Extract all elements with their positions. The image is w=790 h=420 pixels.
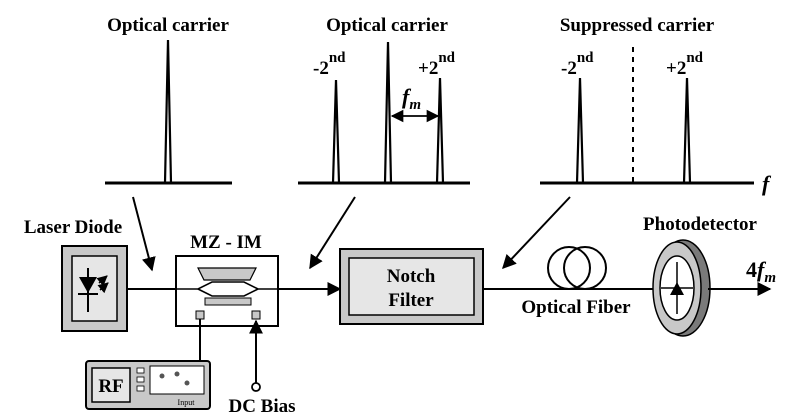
modulator-rf-pad — [195, 310, 205, 320]
photodetector-label: Photodetector — [643, 214, 758, 235]
spectrum-2-neg-sideband — [331, 79, 341, 184]
optical-fiber-coil: Optical Fiber — [521, 246, 631, 318]
modulator-box — [175, 255, 279, 327]
dc-bias-terminal — [251, 382, 261, 392]
rf-generator-panel — [149, 365, 205, 395]
output-frequency-label: 4fm — [746, 257, 776, 286]
rf-knob-3 — [184, 380, 190, 386]
spectrum-2-pos-sideband — [435, 77, 445, 184]
spectrum-3-neg-label: -2nd — [561, 50, 594, 79]
rf-button-2 — [136, 376, 145, 383]
diode-emission-arrow-2 — [97, 282, 109, 294]
spectrum-1-title: Optical carrier — [107, 15, 229, 36]
photodetector-diode-icon — [670, 282, 684, 295]
rf-generator-screen — [91, 367, 131, 403]
spectrum-2-neg-label: -2nd — [313, 50, 346, 79]
rf-generator: RF Input — [85, 360, 211, 410]
spectrum-3-neg-sideband — [575, 77, 585, 184]
mz-modulator: MZ - IM — [175, 232, 279, 327]
modulator-bias-pad — [251, 310, 261, 320]
rf-input-label: Input — [178, 398, 196, 407]
spectrum-carrier-sidebands: Optical carrier -2nd +2nd fm — [298, 15, 470, 185]
rf-button-1 — [136, 367, 145, 374]
laser-diode-inner — [71, 255, 118, 322]
frequency-axis-label: f — [762, 171, 772, 196]
fiber-coil-loop-1 — [547, 246, 591, 290]
fiber-coil-loop-2 — [563, 246, 607, 290]
rf-knob-2 — [174, 371, 180, 377]
spectrum-2-pos-label: +2nd — [418, 50, 456, 79]
modulator-label: MZ - IM — [190, 232, 262, 253]
pointer-arrow-modulator-output — [309, 196, 356, 270]
notch-filter-inner — [348, 257, 475, 316]
photodetector: Photodetector — [643, 214, 758, 337]
laser-diode-label: Laser Diode — [24, 217, 122, 238]
rf-knob-1 — [159, 373, 165, 379]
modulator-top-electrode — [197, 267, 257, 281]
spectrum-3-title: Suppressed carrier — [560, 15, 715, 36]
modulator-lower-arm — [197, 288, 259, 297]
laser-diode: Laser Diode — [24, 217, 128, 332]
dc-bias-label: DC Bias — [228, 396, 295, 415]
notch-filter: Notch Filter — [339, 248, 484, 325]
spectrum-3-pos-label: +2nd — [666, 50, 704, 79]
rf-button-3 — [136, 385, 145, 392]
rf-generator-label: RF — [98, 376, 123, 397]
spacing-label: fm — [402, 84, 421, 113]
notch-filter-label-line1: Notch — [387, 266, 436, 287]
spectrum-optical-carrier: Optical carrier — [105, 15, 232, 185]
spectrum-suppressed-carrier: Suppressed carrier -2nd +2nd f — [540, 15, 772, 196]
spectrum-3-pos-sideband — [682, 77, 692, 184]
optical-fiber-label: Optical Fiber — [521, 297, 631, 318]
pointer-arrow-filter-output — [502, 196, 571, 270]
notch-filter-label-line2: Filter — [388, 290, 434, 311]
spectrum-1-carrier-line — [163, 39, 173, 184]
modulator-upper-arm — [176, 281, 278, 290]
spectrum-2-carrier-line — [383, 41, 393, 184]
diode-emission-arrow-1 — [96, 275, 108, 287]
pointer-arrow-laser-output — [132, 196, 156, 272]
modulator-bottom-electrode — [204, 297, 252, 306]
spectrum-2-title: Optical carrier — [326, 15, 448, 36]
diode-symbol-triangle — [79, 277, 97, 293]
